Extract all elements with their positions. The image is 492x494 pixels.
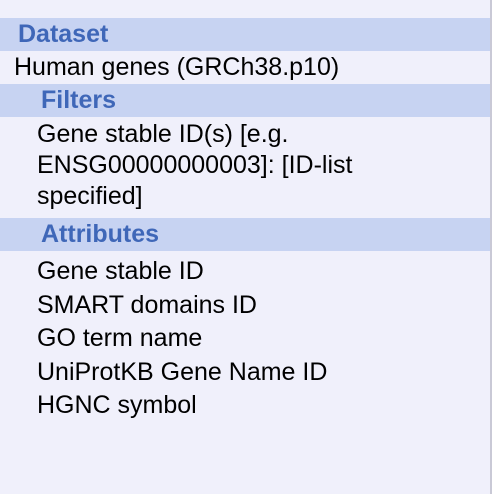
filters-section-header[interactable]: Filters (0, 84, 492, 117)
dataset-header-label: Dataset (18, 20, 109, 48)
filter-item-gene-stable-id[interactable]: Gene stable ID(s) [e.g. ENSG00000000003]… (0, 117, 477, 218)
panel-border (490, 0, 492, 494)
attributes-list: Gene stable ID SMART domains ID GO term … (0, 251, 492, 423)
filter-line: ENSG00000000003]: [ID-list (37, 151, 353, 179)
attribute-item-uniprotkb-gene-name-id[interactable]: UniProtKB Gene Name ID (37, 357, 328, 386)
dataset-name[interactable]: Human genes (GRCh38.p10) (0, 51, 492, 84)
attribute-item-smart-domains-id[interactable]: SMART domains ID (37, 290, 257, 319)
filter-line: specified] (37, 182, 143, 210)
attributes-section-header[interactable]: Attributes (0, 218, 492, 251)
filters-header-label: Filters (41, 86, 117, 114)
attributes-header-label: Attributes (41, 220, 160, 248)
dataset-section-header[interactable]: Dataset (0, 18, 492, 51)
dataset-name-label: Human genes (GRCh38.p10) (14, 53, 340, 81)
attribute-item-hgnc-symbol[interactable]: HGNC symbol (37, 391, 197, 419)
filter-line: Gene stable ID(s) [e.g. (37, 120, 289, 148)
attribute-item-gene-stable-id[interactable]: Gene stable ID (37, 257, 204, 285)
attribute-item-go-term-name[interactable]: GO term name (37, 324, 203, 352)
